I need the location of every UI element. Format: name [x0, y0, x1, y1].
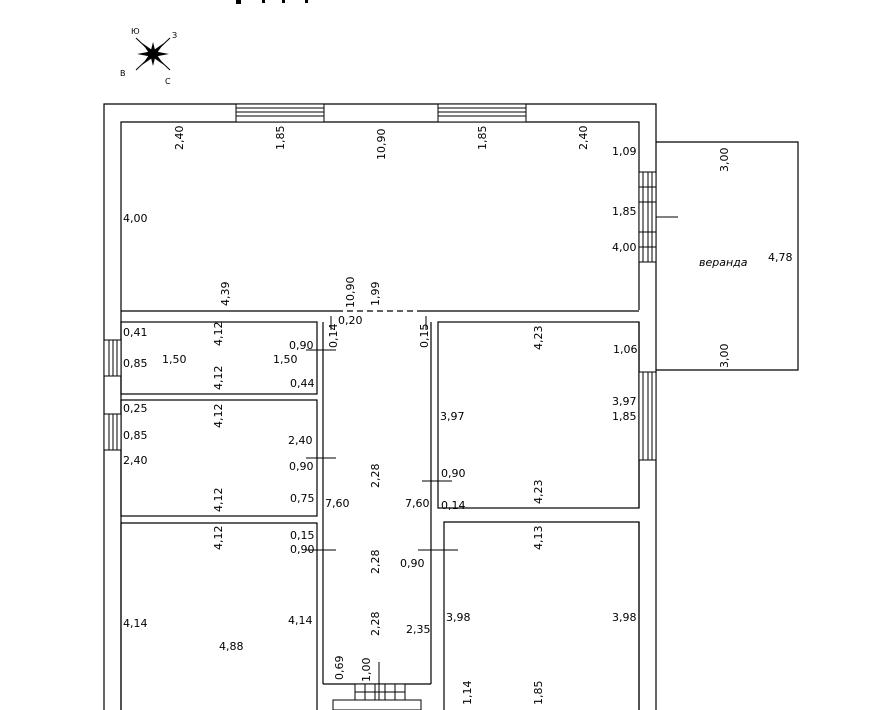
dim-label: 0,15 — [290, 529, 315, 542]
dim-label: 2,28 — [369, 464, 382, 489]
dim-label: 3,97 — [440, 410, 465, 423]
dim-label: 7,60 — [325, 497, 350, 510]
dim-label: 1,06 — [613, 343, 638, 356]
dim-label: 0,44 — [290, 377, 315, 390]
dim-label: 4,12 — [212, 526, 225, 551]
compass-east-label: З — [172, 31, 177, 40]
right-window — [638, 371, 657, 461]
dim-label: 0,75 — [290, 492, 315, 505]
dim-label: 2,40 — [577, 126, 590, 151]
dim-label: 0,90 — [290, 543, 315, 556]
dim-label: 0,14 — [441, 499, 466, 512]
dim-label: 0,90 — [289, 339, 314, 352]
dim-label: 3,98 — [612, 611, 637, 624]
dim-label: 10,90 — [375, 129, 388, 161]
dim-label: 3,97 — [612, 395, 637, 408]
dim-label: 1,85 — [476, 126, 489, 151]
dim-label: 1,50 — [273, 353, 298, 366]
dim-label: 2,40 — [288, 434, 313, 447]
left-window-1 — [103, 339, 122, 377]
right-rooms — [437, 321, 640, 710]
dim-label: 4,23 — [532, 326, 545, 351]
left-window-2 — [103, 413, 122, 451]
dim-label: 10,90 — [344, 277, 357, 309]
dim-label: 2,28 — [369, 612, 382, 637]
dim-label: 4,14 — [288, 614, 313, 627]
dim-label: 3,98 — [446, 611, 471, 624]
dimension-labels: 2,40 1,85 10,90 1,85 2,40 1,09 1,85 4,00… — [123, 126, 793, 706]
dim-label: 0,90 — [441, 467, 466, 480]
door-marks — [306, 316, 458, 565]
dim-label: 4,23 — [532, 480, 545, 505]
dim-label: 2,40 — [123, 454, 148, 467]
dim-label: 0,25 — [123, 402, 148, 415]
dim-label: 1,00 — [360, 658, 373, 683]
dim-label: 2,35 — [406, 623, 431, 636]
dim-label: 0,85 — [123, 357, 148, 370]
dim-label: 4,39 — [219, 282, 232, 307]
veranda: веранда — [656, 141, 799, 371]
dim-label: 4,13 — [532, 526, 545, 551]
entrance — [332, 662, 422, 710]
dim-label: 4,88 — [219, 640, 244, 653]
dim-label: 4,00 — [612, 241, 637, 254]
compass-rose-icon: Ю З В С — [120, 27, 177, 86]
dim-label: 3,00 — [718, 148, 731, 173]
dim-label: 1,85 — [532, 681, 545, 706]
dim-label: 1,85 — [274, 126, 287, 151]
title-fragment — [236, 0, 308, 4]
dim-label: 4,78 — [768, 251, 793, 264]
dim-label: 0,20 — [338, 314, 363, 327]
dim-label: 2,40 — [173, 126, 186, 151]
dim-label: 0,14 — [327, 324, 340, 349]
veranda-doors — [638, 171, 678, 263]
dim-label: 0,90 — [400, 557, 425, 570]
dim-label: 7,60 — [405, 497, 430, 510]
dim-label: 4,12 — [212, 322, 225, 347]
dim-label: 0,41 — [123, 326, 148, 339]
dim-label: 1,14 — [461, 681, 474, 706]
dim-label: 1,50 — [162, 353, 187, 366]
dim-label: 3,00 — [718, 344, 731, 369]
compass-north-label: Ю — [131, 27, 140, 36]
dim-label: 1,09 — [612, 145, 637, 158]
top-window-left — [235, 103, 325, 123]
dim-label: 0,85 — [123, 429, 148, 442]
dim-label: 4,12 — [212, 366, 225, 391]
dim-label: 1,85 — [612, 410, 637, 423]
dim-label: 0,90 — [289, 460, 314, 473]
dim-label: 4,12 — [212, 488, 225, 513]
dim-label: 4,14 — [123, 617, 148, 630]
dim-label: 1,99 — [369, 282, 382, 307]
dim-label: 4,12 — [212, 404, 225, 429]
dim-label: 0,69 — [333, 656, 346, 681]
dim-label: 4,00 — [123, 212, 148, 225]
compass-south-label: С — [165, 77, 171, 86]
veranda-label: веранда — [699, 256, 748, 269]
dim-label: 2,28 — [369, 550, 382, 575]
dim-label: 0,15 — [418, 324, 431, 349]
dim-label: 1,85 — [612, 205, 637, 218]
compass-west-label: В — [120, 69, 126, 78]
top-window-right — [437, 103, 527, 123]
